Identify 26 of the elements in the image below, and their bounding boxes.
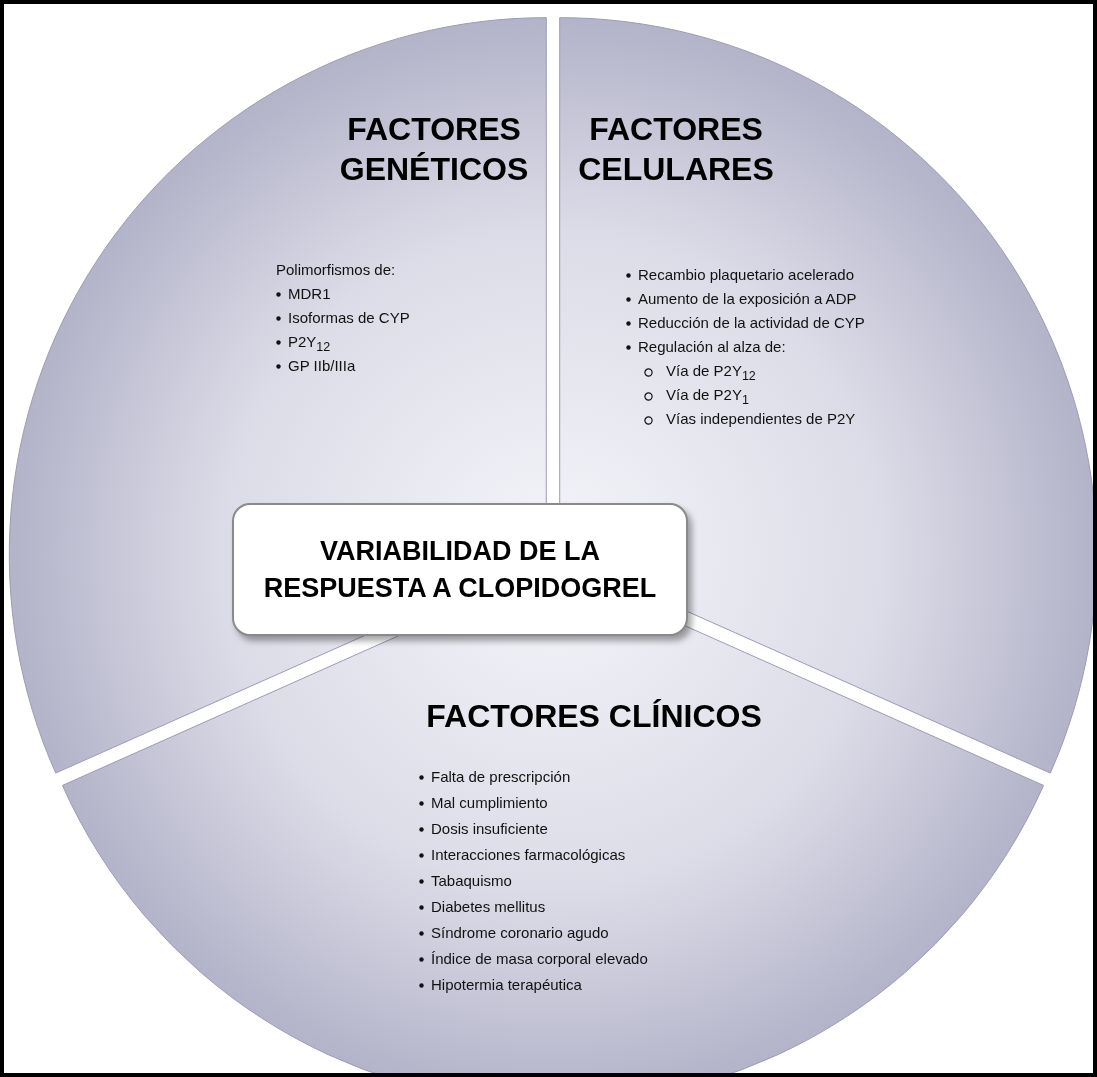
list-intro: Polimorfismos de:	[276, 260, 396, 280]
bullet-item: Índice de masa corporal elevado	[431, 949, 648, 969]
bullet-item: Vía de P2Y$_{12}$	[666, 361, 756, 385]
bullet-item: Isoformas de CYP	[288, 308, 410, 328]
section-heading: FACTORES GENÉTICOS	[338, 110, 530, 189]
bullet-item: Interacciones farmacológicas	[431, 845, 626, 865]
bullet-item: Hipotermia terapéutica	[431, 975, 582, 995]
bullet-item: Vías independientes de P2Y	[666, 409, 856, 429]
bullet-item: MDR1	[288, 284, 331, 304]
center-title: VARIABILIDAD DE LA RESPUESTA A CLOPIDOGREL	[262, 534, 658, 605]
bullet-item: Síndrome coronario agudo	[431, 923, 609, 943]
section-heading: FACTORES CLÍNICOS	[425, 697, 763, 736]
bullet-item: Mal cumplimiento	[431, 793, 548, 813]
bullet-item: Regulación al alza de:	[638, 337, 786, 357]
center-box	[232, 503, 688, 636]
bullet-item: Reducción de la actividad de CYP	[638, 313, 865, 333]
bullet-item: Diabetes mellitus	[431, 897, 546, 917]
bullet-item: Vía de P2Y$_{1}$	[666, 385, 749, 409]
bullet-item: Aumento de la exposición a ADP	[638, 289, 857, 309]
bullet-item: Tabaquismo	[431, 871, 512, 891]
bullet-item: Recambio plaquetario acelerado	[638, 265, 854, 285]
bullet-item: Dosis insuficiente	[431, 819, 548, 839]
bullet-item: GP IIb/IIIa	[288, 356, 356, 376]
bullet-item: Falta de prescripción	[431, 767, 571, 787]
bullet-item: P2Y$_{12}$	[288, 332, 331, 356]
section-heading: FACTORES CELULARES	[577, 110, 775, 189]
